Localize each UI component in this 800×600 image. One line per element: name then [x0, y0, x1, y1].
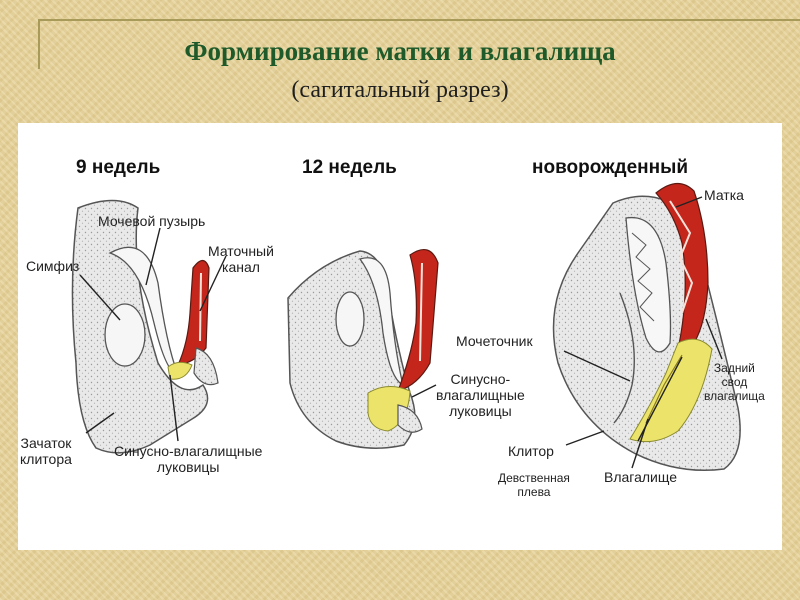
label-vagina: Влагалище [604, 469, 678, 485]
label-uterine-canal: Маточный канал [208, 243, 274, 275]
frame-left-line [38, 19, 40, 69]
stage-label-9-weeks: 9 недель [76, 157, 161, 178]
label-bladder: Мочевой пузырь [98, 213, 206, 229]
label-clitoris: Клитор [508, 443, 554, 459]
label-hymen-line2: плева [517, 485, 551, 499]
label-uterine-canal-line1: Маточный [208, 243, 274, 259]
label-clitoris-primordium-line2: клитора [20, 451, 72, 467]
label-sinovaginal-bulbs-12-line3: луковицы [449, 403, 512, 419]
stage-label-12-weeks: 12 недель [302, 157, 397, 178]
label-posterior-fornix-line1: Задний [713, 361, 755, 375]
label-sinovaginal-bulbs-12-line1: Синусно- [450, 371, 511, 387]
label-posterior-fornix: Задний свод влагалища [704, 361, 765, 403]
sagittal-section-drawings [71, 182, 741, 472]
label-uterine-canal-line2: канал [222, 259, 260, 275]
label-clitoris-primordium-line1: Зачаток [20, 435, 72, 451]
slide-subtitle: (сагитальный разрез) [291, 77, 509, 103]
label-sinovaginal-bulbs-9-line2: луковицы [156, 459, 220, 475]
label-clitoris-primordium: Зачаток клитора [20, 435, 72, 467]
frame-top-line [38, 19, 800, 21]
label-symphysis: Симфиз [26, 258, 80, 274]
stage-9-weeks-drawing [71, 199, 227, 454]
diagram-panel: 9 недель 12 недель новорожденный Мочевой… [18, 123, 782, 550]
slide-title: Формирование матки и влагалища [184, 36, 616, 66]
label-hymen: Девственная плева [498, 471, 570, 499]
label-sinovaginal-bulbs-9: Синусно-влагалищные луковицы [114, 443, 262, 475]
label-sinovaginal-bulbs-12-line2: влагалищные [436, 387, 525, 403]
stage-12-weeks-drawing [287, 248, 439, 449]
stage-newborn-drawing [552, 182, 741, 472]
label-posterior-fornix-line3: влагалища [704, 389, 765, 403]
label-uterus: Матка [704, 187, 744, 203]
label-posterior-fornix-line2: свод [721, 375, 748, 389]
label-hymen-line1: Девственная [498, 471, 570, 485]
stage-label-newborn: новорожденный [532, 157, 689, 178]
label-ureter: Мочеточник [456, 333, 533, 349]
label-sinovaginal-bulbs-9-line1: Синусно-влагалищные [114, 443, 263, 459]
label-sinovaginal-bulbs-12: Синусно- влагалищные луковицы [436, 371, 525, 419]
